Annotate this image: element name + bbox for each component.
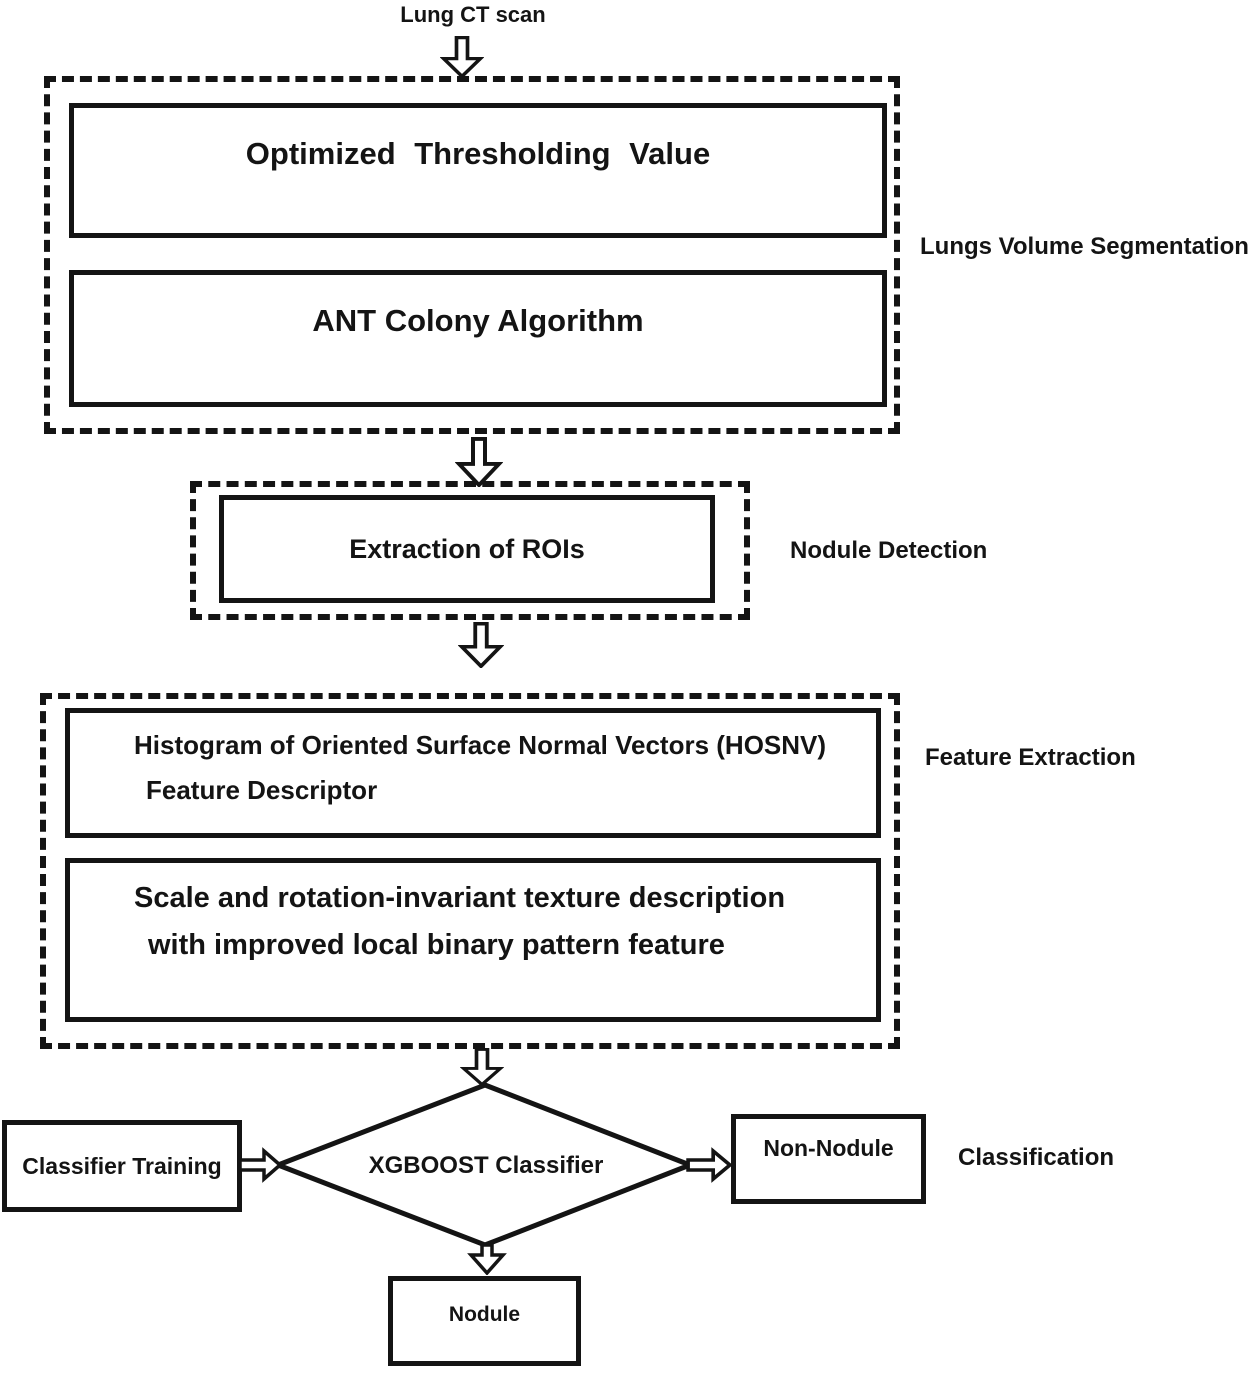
extraction-of-rois-label: Extraction of ROIs [349,533,585,564]
xgboost-label: XGBOOST Classifier [368,1152,604,1179]
right-arrow-icon [686,1147,732,1183]
segmentation-group: Optimized Thresholding Value ANT Colony … [44,76,900,434]
optimized-thresholding-label: Optimized Thresholding Value [245,136,711,171]
classifier-training-label: Classifier Training [22,1152,222,1179]
hosnv-box: Histogram of Oriented Surface Normal Vec… [65,708,881,838]
right-arrow-icon [238,1147,282,1183]
nodule-box: Nodule [388,1276,581,1366]
down-arrow-icon [467,1243,507,1275]
down-arrow-icon [460,1048,504,1086]
optimized-thresholding-box: Optimized Thresholding Value [69,103,887,238]
down-arrow-icon [458,622,504,668]
lung-ct-scan-label: Lung CT scan [400,2,546,27]
hosnv-line2: Feature Descriptor [146,775,378,805]
nodule-detection-label: Nodule Detection [790,537,988,564]
nodule-label: Nodule [448,1303,521,1326]
texture-description-box: Scale and rotation-invariant texture des… [65,858,881,1022]
non-nodule-label: Non-Nodule [763,1135,894,1161]
feature-extraction-group: Histogram of Oriented Surface Normal Vec… [40,693,900,1049]
texture-line1: Scale and rotation-invariant texture des… [134,882,786,914]
hosnv-line1: Histogram of Oriented Surface Normal Vec… [134,730,827,760]
roi-group: Extraction of ROIs [190,481,750,620]
down-arrow-icon [440,36,484,78]
texture-line2: with improved local binary pattern featu… [148,929,725,961]
extraction-of-rois-box: Extraction of ROIs [219,495,715,603]
ant-colony-box: ANT Colony Algorithm [69,270,887,407]
down-arrow-icon [455,437,503,487]
feature-extraction-label: Feature Extraction [925,744,1136,771]
classification-label: Classification [958,1144,1115,1171]
classifier-training-box: Classifier Training [2,1120,242,1212]
segmentation-group-label: Lungs Volume Segmentation [920,233,1249,260]
ant-colony-label: ANT Colony Algorithm [312,303,644,338]
non-nodule-box: Non-Nodule [731,1114,926,1204]
